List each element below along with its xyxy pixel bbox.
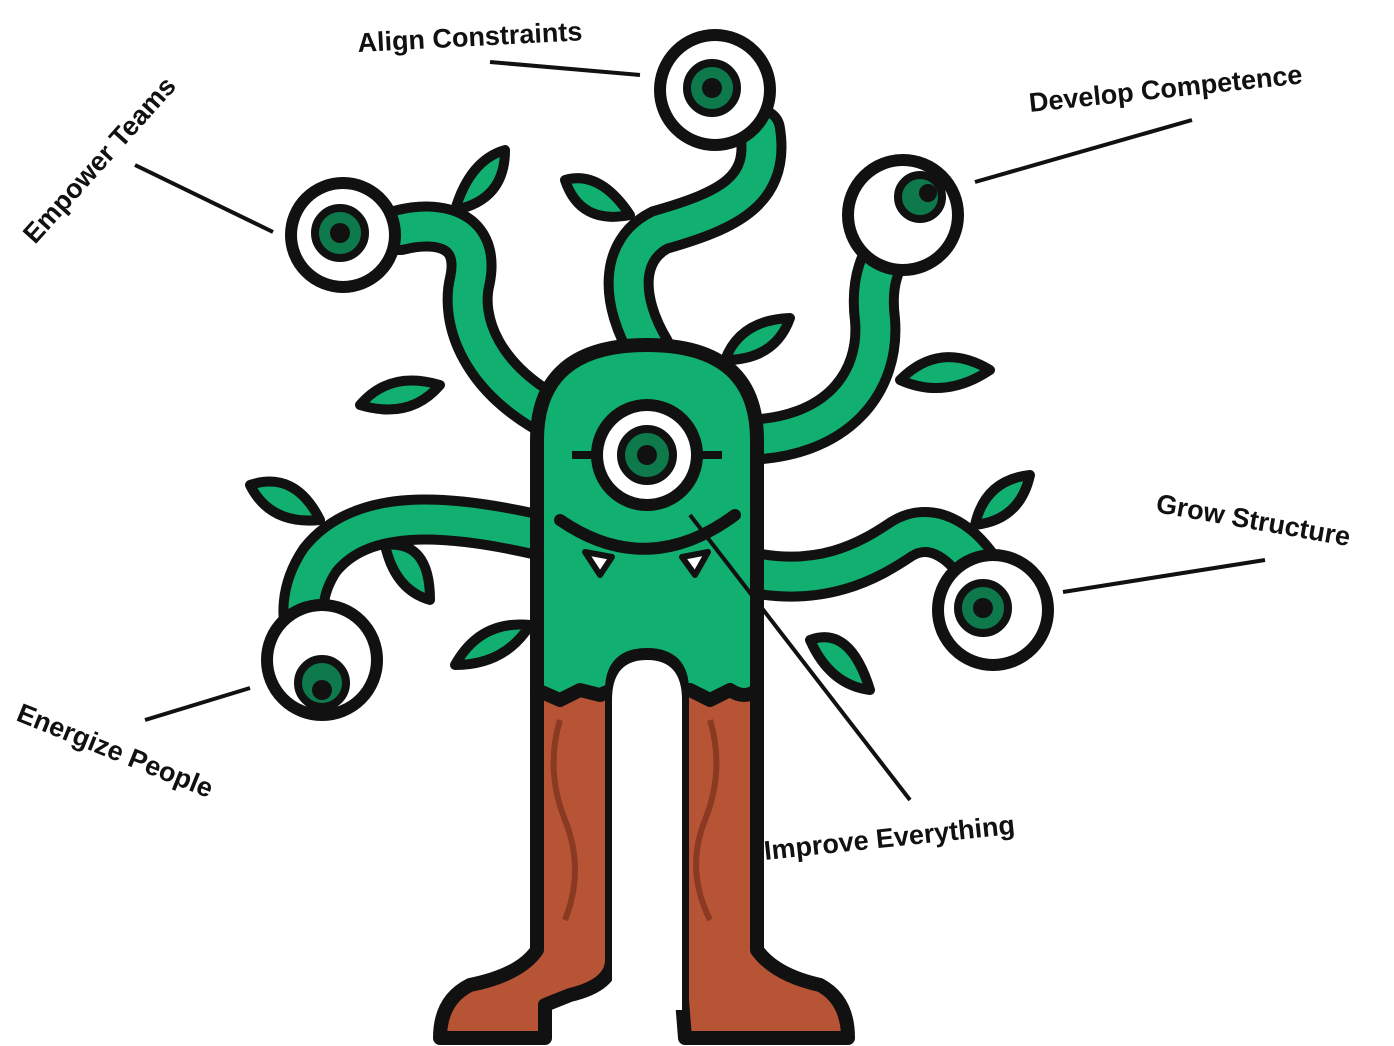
leaf (725, 318, 790, 360)
leaf (455, 625, 530, 666)
leaf (900, 357, 990, 388)
label-improve-everything: Improve Everything (762, 810, 1016, 866)
leaf (565, 178, 630, 217)
left-boot (440, 690, 612, 1038)
eye-lower-right (938, 555, 1048, 665)
label-align-constraints: Align Constraints (357, 16, 583, 58)
callout-line-grow-structure (1063, 560, 1265, 592)
leaf (455, 150, 505, 210)
eye-center (597, 405, 697, 505)
callout-line-energize-people (145, 688, 250, 720)
eye-upper-right (848, 160, 958, 270)
label-develop-competence: Develop Competence (1027, 59, 1303, 118)
label-empower-teams: Empower Teams (17, 71, 182, 249)
eye-top (660, 35, 770, 145)
label-grow-structure: Grow Structure (1154, 488, 1353, 552)
label-energize-people: Energize People (13, 698, 218, 804)
leaf (250, 482, 320, 521)
eye-lower-left (267, 605, 377, 715)
callout-line-develop-competence (975, 120, 1192, 182)
leaf (360, 381, 440, 410)
leaf (975, 475, 1030, 525)
callout-line-align-constraints (490, 62, 640, 75)
leaf (385, 545, 430, 600)
eye-upper-left (291, 183, 395, 287)
callout-line-empower-teams (135, 165, 273, 232)
